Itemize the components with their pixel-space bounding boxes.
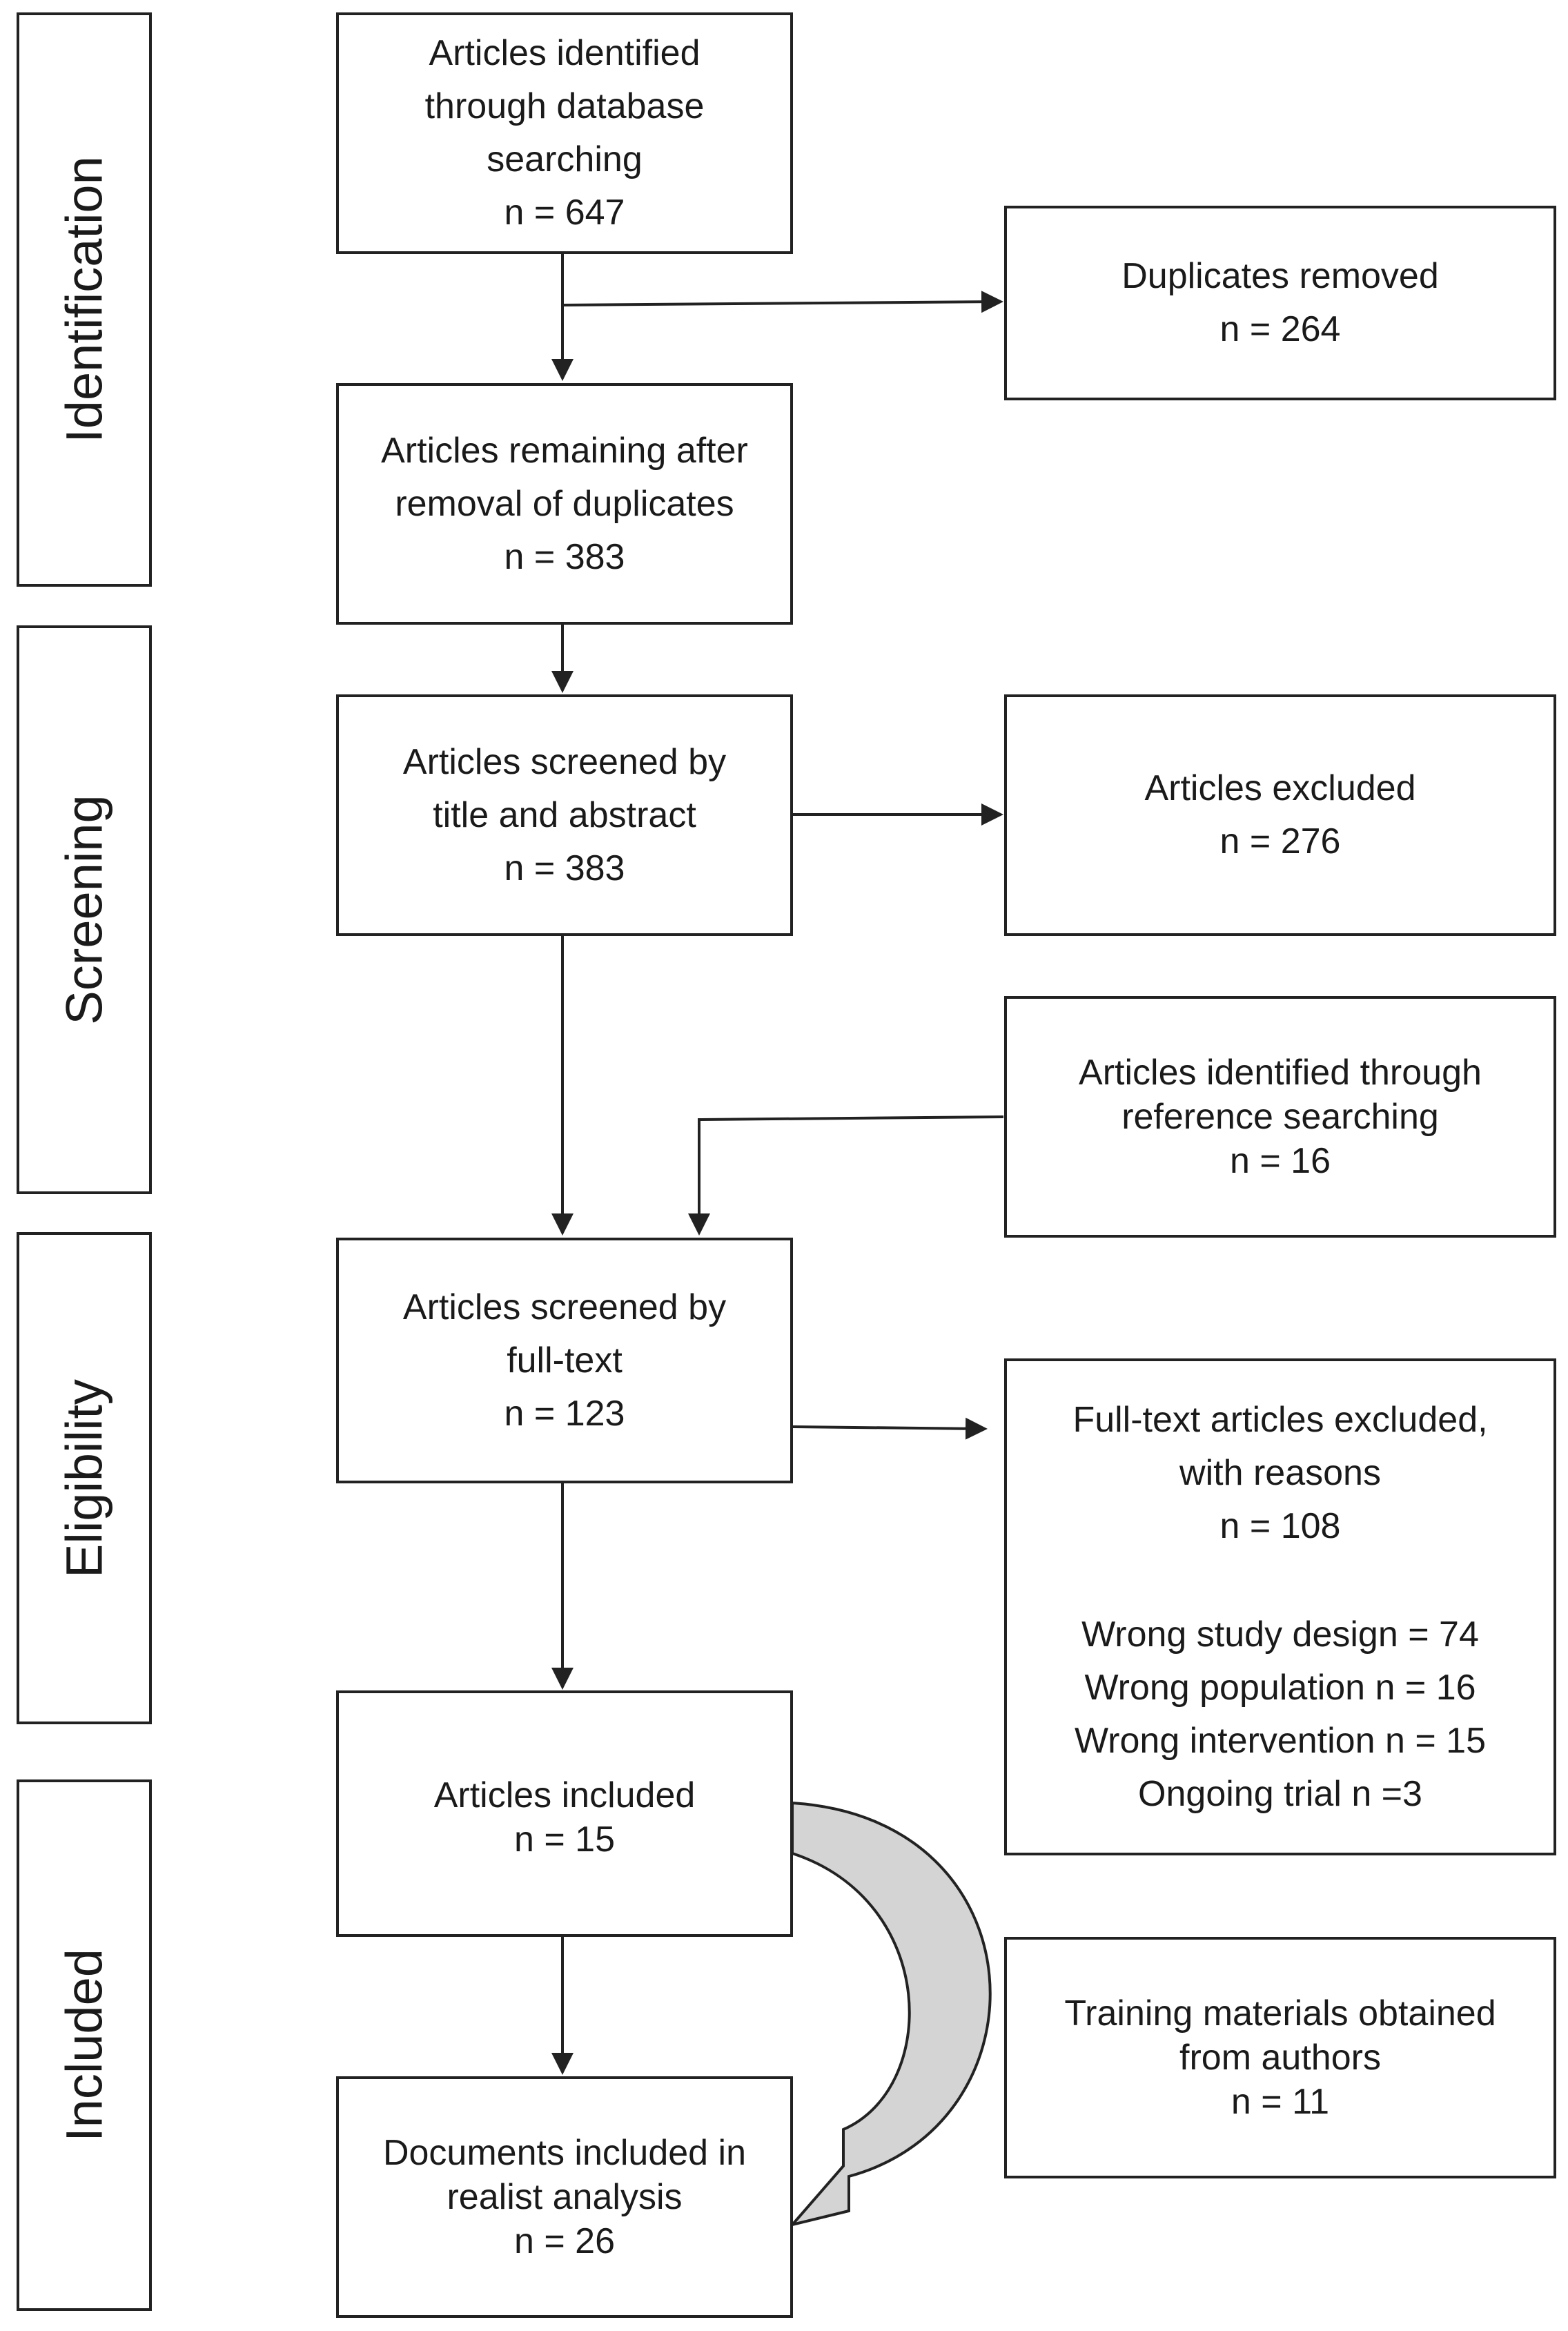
box-articles-included: Articles included n = 15 [336,1690,793,1937]
exclusion-reason-2: Wrong population n = 16 [1084,1667,1476,1708]
articles-excluded-count: n = 276 [1219,821,1341,861]
after-duplicates-line-1: Articles remaining after [381,430,748,471]
box-after-duplicates: Articles remaining after removal of dupl… [336,383,793,625]
box-training-materials: Training materials obtained from authors… [1004,1937,1556,2178]
box-reference-search: Articles identified through reference se… [1004,996,1556,1238]
title-abstract-line-2: title and abstract [433,794,696,835]
exclusion-reason-4: Ongoing trial n =3 [1138,1773,1422,1814]
documents-included-count: n = 26 [513,2221,616,2261]
box-duplicates-removed: Duplicates removed n = 264 [1004,206,1556,400]
training-materials-line-1: Training materials obtained [1064,1993,1496,2033]
database-search-line-3: searching [487,139,643,179]
arrow-to-duplicates-removed [562,291,1003,313]
arrow-reference-search-to-full-text [688,1115,1004,1236]
duplicates-removed-line-1: Duplicates removed [1121,256,1439,296]
articles-included-line-1: Articles included [433,1775,696,1815]
database-search-count: n = 647 [504,193,625,233]
documents-included-line-2: realist analysis [447,2177,683,2217]
training-materials-count: n = 11 [1231,2082,1330,2122]
stage-label-eligibility: Eligibility [55,1378,113,1578]
stage-eligibility: Eligibility [17,1232,152,1724]
exclusion-reason-3: Wrong intervention n = 15 [1075,1720,1486,1761]
stage-included: Included [17,1779,152,2311]
full-text-count: n = 123 [504,1393,625,1434]
box-documents-included: Documents included in realist analysis n… [336,2076,793,2318]
stage-label-identification: Identification [55,156,113,443]
curved-arrow-training-materials [788,1801,992,2227]
full-text-excluded-line-2: with reasons [1179,1452,1381,1493]
stage-label-included: Included [55,1949,113,2142]
reference-search-count: n = 16 [1229,1141,1331,1181]
arrow-to-full-text-excluded [792,1417,988,1440]
database-search-line-2: through database [424,86,705,126]
stage-label-screening: Screening [55,794,113,1025]
stage-screening: Screening [17,625,152,1194]
training-materials-line-2: from authors [1179,2038,1381,2078]
box-full-text-excluded: Full-text articles excluded, with reason… [1004,1358,1556,1855]
title-abstract-line-1: Articles screened by [402,741,727,782]
database-search-line-1: Articles identified [429,33,700,73]
box-database-search: Articles identified through database sea… [336,12,793,254]
reference-search-line-2: reference searching [1121,1097,1439,1137]
articles-excluded-line-1: Articles excluded [1144,768,1416,808]
box-title-abstract: Articles screened by title and abstract … [336,694,793,936]
full-text-line-2: full-text [507,1340,623,1381]
documents-included-line-1: Documents included in [382,2133,747,2173]
exclusion-reason-1: Wrong study design = 74 [1081,1614,1479,1655]
after-duplicates-line-2: removal of duplicates [395,483,734,524]
articles-included-count: n = 15 [513,1820,616,1860]
box-articles-excluded: Articles excluded n = 276 [1004,694,1556,936]
full-text-excluded-count: n = 108 [1219,1505,1341,1546]
stage-identification: Identification [17,12,152,587]
full-text-line-1: Articles screened by [402,1287,727,1327]
duplicates-removed-count: n = 264 [1219,309,1341,349]
title-abstract-count: n = 383 [504,848,625,888]
reference-search-line-1: Articles identified through [1079,1053,1482,1093]
after-duplicates-count: n = 383 [504,536,625,577]
box-full-text: Articles screened by full-text n = 123 [336,1238,793,1483]
full-text-excluded-line-1: Full-text articles excluded, [1072,1399,1488,1440]
